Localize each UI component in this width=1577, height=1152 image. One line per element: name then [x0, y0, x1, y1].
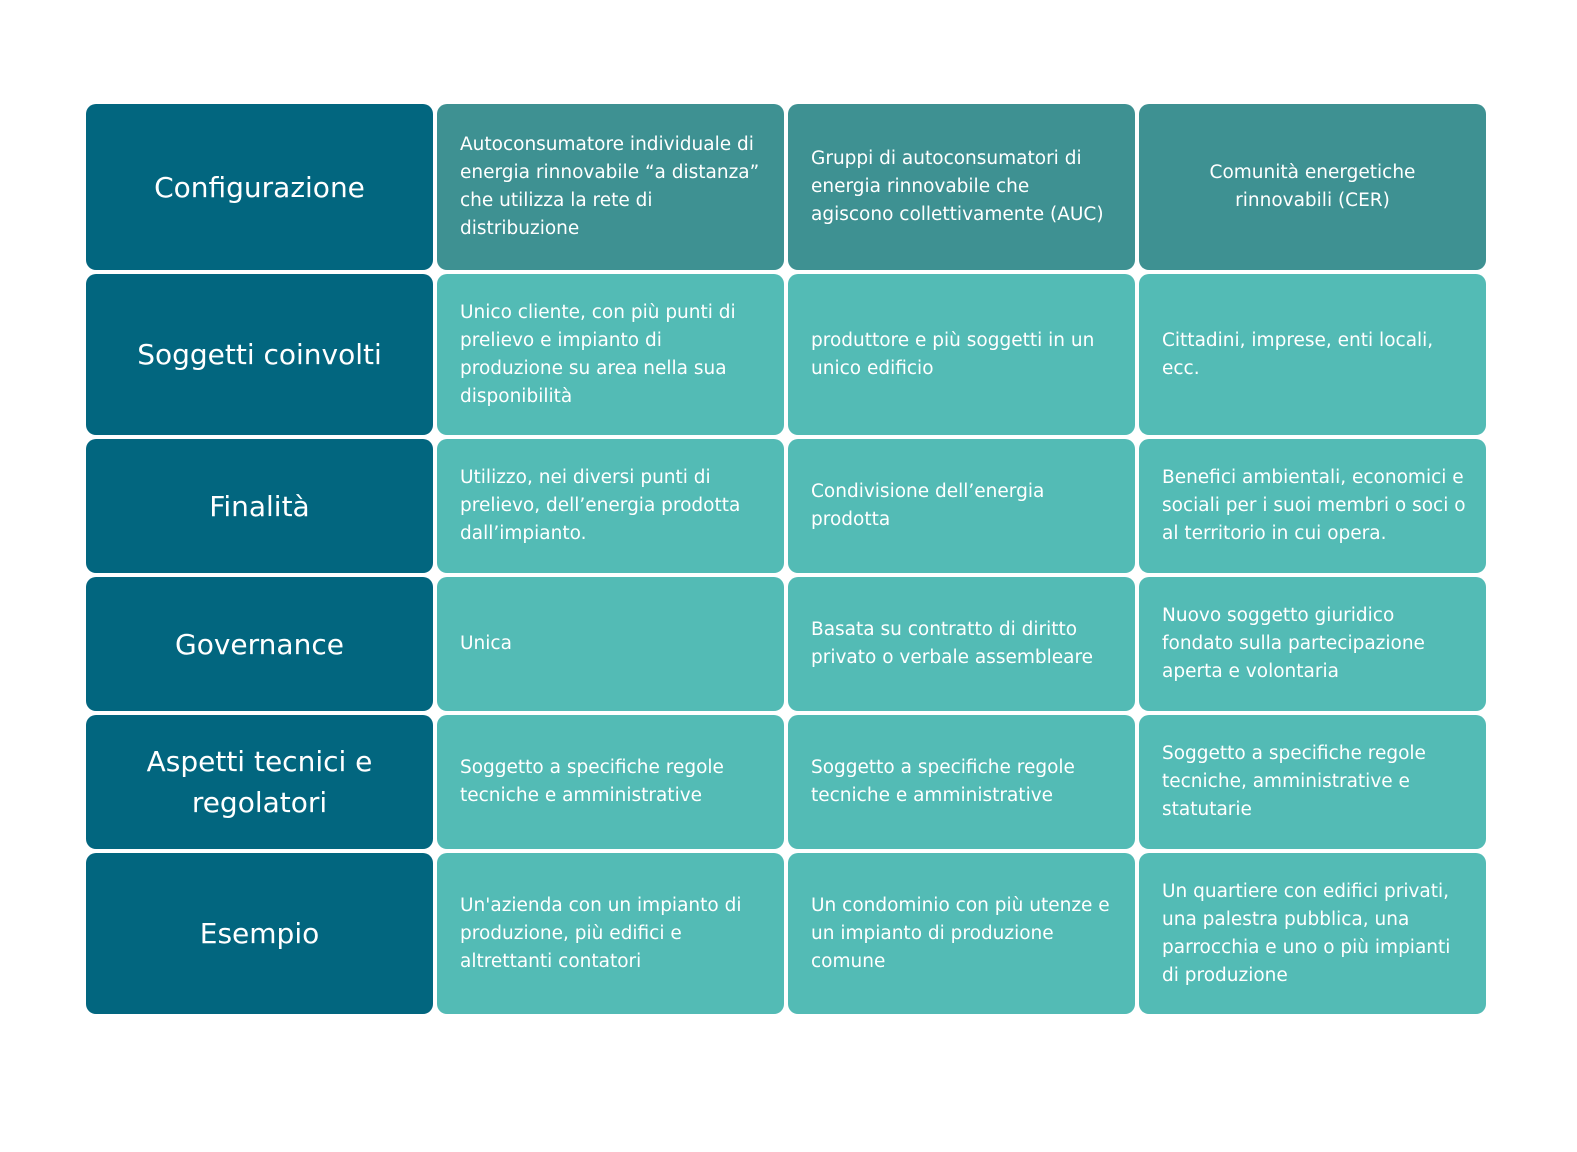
row-label-finalita: Finalità — [86, 439, 433, 573]
table-cell: produttore e più soggetti in un unico ed… — [788, 274, 1135, 435]
table-cell: Condivisione dell’energia prodotta — [788, 439, 1135, 573]
cell-text: Un condominio con più utenze e un impian… — [811, 894, 1110, 972]
cell-text: Utilizzo, nei diversi punti di prelievo,… — [460, 467, 741, 544]
row-label-text: Esempio — [199, 917, 320, 950]
cell-text: Soggetto a specifiche regole tecniche e … — [811, 757, 1075, 806]
cell-text: Basata su contratto di diritto privato o… — [811, 619, 1094, 668]
row-label-governance: Governance — [86, 577, 433, 711]
header-cell-individual: Autoconsumatore individuale di energia r… — [437, 104, 784, 270]
table-cell: Basata su contratto di diritto privato o… — [788, 577, 1135, 711]
cell-text: produttore e più soggetti in un unico ed… — [811, 329, 1095, 379]
cell-text: Soggetto a specifiche regole tecniche e … — [460, 757, 724, 806]
cell-text: Comunità energetiche rinnovabili (CER) — [1209, 162, 1416, 211]
table-cell: Un quartiere con edifici privati, una pa… — [1139, 853, 1486, 1014]
table-cell: Soggetto a specifiche regole tecniche e … — [788, 715, 1135, 849]
comparison-table: Configurazione Autoconsumatore individua… — [86, 104, 1499, 1014]
row-label-text: Governance — [175, 627, 344, 661]
cell-text: Unico cliente, con più punti di prelievo… — [460, 301, 736, 407]
table-cell: Cittadini, imprese, enti locali, ecc. — [1139, 274, 1486, 435]
row-label-text: Aspetti tecnici e regolatori — [146, 745, 373, 819]
table-cell: Un condominio con più utenze e un impian… — [788, 853, 1135, 1014]
table-cell: Unico cliente, con più punti di prelievo… — [437, 274, 784, 435]
row-label-esempio: Esempio — [86, 853, 433, 1014]
cell-text: Soggetto a specifiche regole tecniche, a… — [1162, 743, 1426, 820]
table-cell: Benefici ambientali, economici e sociali… — [1139, 439, 1486, 573]
row-label-aspetti: Aspetti tecnici e regolatori — [86, 715, 433, 849]
row-label-text: Finalità — [209, 489, 310, 523]
table-cell: Unica — [437, 577, 784, 711]
cell-text: Nuovo soggetto giuridico fondato sulla p… — [1162, 605, 1425, 682]
cell-text: Cittadini, imprese, enti locali, ecc. — [1162, 329, 1434, 379]
cell-text: Gruppi di autoconsumatori di energia rin… — [811, 148, 1104, 225]
cell-text: Benefici ambientali, economici e sociali… — [1162, 467, 1466, 544]
row-label-configurazione: Configurazione — [86, 104, 433, 270]
row-label-text: Soggetti coinvolti — [137, 338, 382, 371]
cell-text: Un'azienda con un impianto di produzione… — [460, 894, 742, 972]
cell-text: Un quartiere con edifici privati, una pa… — [1162, 880, 1451, 986]
cell-text: Autoconsumatore individuale di energia r… — [460, 134, 760, 239]
cell-text: Condivisione dell’energia prodotta — [811, 481, 1045, 530]
table-cell: Soggetto a specifiche regole tecniche e … — [437, 715, 784, 849]
row-label-text: Configurazione — [154, 170, 365, 204]
table-cell: Nuovo soggetto giuridico fondato sulla p… — [1139, 577, 1486, 711]
header-cell-cer: Comunità energetiche rinnovabili (CER) — [1139, 104, 1486, 270]
table-cell: Un'azienda con un impianto di produzione… — [437, 853, 784, 1014]
row-label-soggetti: Soggetti coinvolti — [86, 274, 433, 435]
table-cell: Utilizzo, nei diversi punti di prelievo,… — [437, 439, 784, 573]
table-cell: Soggetto a specifiche regole tecniche, a… — [1139, 715, 1486, 849]
cell-text: Unica — [460, 633, 512, 654]
header-cell-auc: Gruppi di autoconsumatori di energia rin… — [788, 104, 1135, 270]
